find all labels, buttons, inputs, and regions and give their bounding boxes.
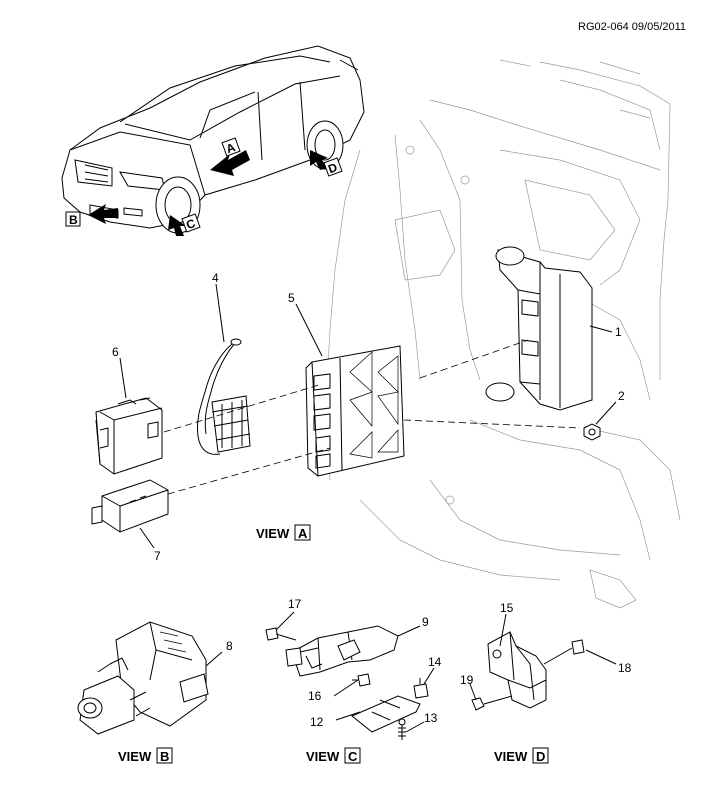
bolt-icon-19 [471,695,513,711]
vehicle-arrow-d: D [323,157,343,177]
callout-5: 5 [288,291,295,305]
plate-icon-12 [351,695,421,733]
callout-4: 4 [212,271,219,285]
module-icon-6 [95,397,163,475]
bolt-icon-13 [398,718,406,740]
bracket-icon [485,246,593,411]
body-structure [324,59,681,609]
callout-12: 12 [310,715,324,729]
bracket-assembly-c [285,625,399,677]
module-icon-7 [91,479,169,533]
assembly-line [163,383,323,433]
harness-icon [197,338,251,455]
view-label-d: VIEW D [494,747,549,764]
svg-text:VIEW: VIEW [306,749,340,764]
assembly-line [167,447,331,495]
car-overview-icon [61,45,365,234]
svg-text:B: B [69,213,78,227]
callout-17: 17 [288,597,302,611]
callout-1: 1 [615,325,622,339]
vehicle-arrow-c: C [181,213,201,233]
callout-7: 7 [154,549,161,563]
svg-text:VIEW: VIEW [118,749,152,764]
leader-lines [469,613,617,701]
bolt-icon-17 [265,627,297,641]
callout-6: 6 [112,345,119,359]
svg-text:VIEW: VIEW [256,526,290,541]
assembly-line [403,419,581,429]
bracket-icon-15 [487,631,547,709]
assembly-line [419,339,529,379]
clip-icon-14 [413,678,429,699]
svg-text:A: A [298,526,308,541]
svg-text:VIEW: VIEW [494,749,528,764]
callout-19: 19 [460,673,474,687]
svg-text:B: B [160,749,169,764]
bolt-icon-18 [543,639,585,665]
svg-text:C: C [348,749,358,764]
bolt-icon-16 [352,673,371,687]
vehicle-arrow-a: A [221,137,241,157]
callout-2: 2 [618,389,625,403]
relay-bracket-assembly [77,621,209,735]
callout-15: 15 [500,601,514,615]
vehicle-arrow-b: B [65,211,81,227]
leader-lines [275,611,435,733]
callout-18: 18 [618,661,632,675]
callout-9: 9 [422,615,429,629]
reference-code: RG02-064 09/05/2011 [578,21,686,33]
module-icon [305,345,405,477]
view-label-c: VIEW C [306,747,361,764]
callout-13: 13 [424,711,438,725]
view-label-a: VIEW A [256,524,311,541]
arrow-icon [88,150,328,236]
view-label-b: VIEW B [118,747,173,764]
leader-lines [119,283,617,549]
callout-14: 14 [428,655,442,669]
callout-16: 16 [308,689,322,703]
callout-8: 8 [226,639,233,653]
nut-icon [583,423,601,441]
svg-text:D: D [536,749,545,764]
leader-lines [205,651,223,667]
